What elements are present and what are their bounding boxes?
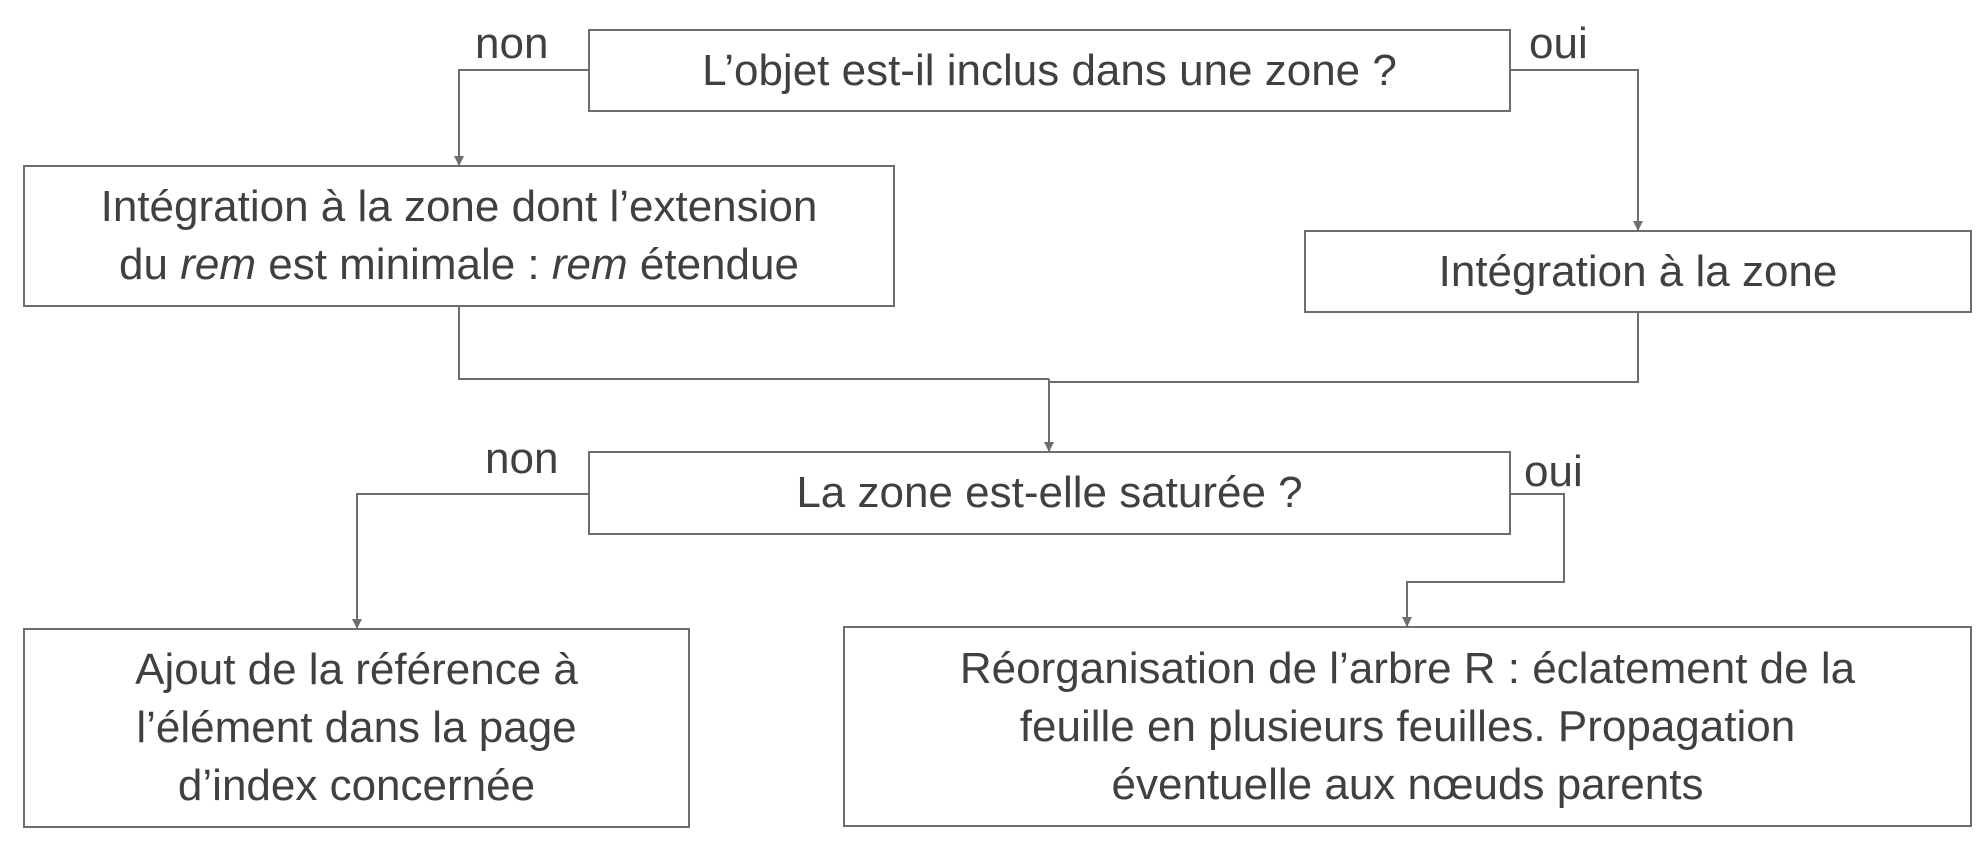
process-integration-zone: Intégration à la zone [1304, 230, 1972, 313]
process-add-reference-text: Ajout de la référence à l’élément dans la… [135, 641, 578, 815]
text-line: d’index concernée [135, 757, 578, 815]
text-run: est minimale : [256, 240, 552, 289]
italic-run: rem [180, 240, 256, 289]
process-add-reference: Ajout de la référence à l’élément dans la… [23, 628, 690, 828]
text-run: éventuelle aux nœuds parents [1111, 759, 1704, 809]
text-run: La zone est-elle saturée ? [796, 468, 1303, 517]
text-run: L’objet est-il inclus dans une zone ? [702, 45, 1397, 95]
label-q2-non: non [485, 434, 559, 483]
edge-q1-non [454, 69, 588, 166]
text-run: Ajout de la référence à [135, 645, 578, 694]
text-run: feuille en plusieurs feuilles. Propagati… [1019, 701, 1796, 751]
decision-zone-saturated: La zone est-elle saturée ? [588, 451, 1511, 535]
text-run: étendue [627, 240, 799, 289]
decision-object-in-zone: L’objet est-il inclus dans une zone ? [588, 29, 1511, 112]
text-run: Intégration à la zone dont l’extension [100, 182, 818, 231]
label-q1-oui: oui [1529, 19, 1588, 68]
process-integration-zone-text: Intégration à la zone [1439, 243, 1838, 301]
text-run: Réorganisation de l’arbre R : éclatement… [959, 643, 1856, 693]
process-tree-reorganisation: Réorganisation de l’arbre R : éclatement… [843, 626, 1972, 827]
text-run: du [119, 240, 181, 289]
edge-merge-right [1049, 313, 1639, 383]
label-q2-oui: oui [1524, 447, 1583, 496]
text-line: Réorganisation de l’arbre R : éclatement… [960, 640, 1855, 698]
process-tree-reorganisation-text: Réorganisation de l’arbre R : éclatement… [960, 640, 1855, 814]
text-run: Intégration à la zone [1438, 246, 1838, 296]
edge-q2-oui [1402, 493, 1565, 627]
text-line: l’élément dans la page [135, 699, 578, 757]
italic-run: rem [551, 240, 628, 289]
text-line: Ajout de la référence à [135, 641, 578, 699]
text-line: Intégration à la zone dont l’extension [101, 178, 818, 236]
edge-q2-non [352, 493, 588, 629]
process-integration-minimal-extension-text: Intégration à la zone dont l’extension du… [101, 178, 818, 294]
decision-zone-saturated-text: La zone est-elle saturée ? [796, 464, 1302, 522]
edge-merge-left [458, 307, 1049, 380]
text-line: éventuelle aux nœuds parents [960, 756, 1855, 814]
text-line: Intégration à la zone [1439, 243, 1838, 301]
label-q1-non: non [475, 19, 549, 68]
text-run: d’index concernée [177, 761, 536, 810]
text-line: du rem est minimale : rem étendue [101, 236, 818, 294]
text-run: l’élément dans la page [136, 703, 577, 752]
edge-q1-oui [1511, 69, 1643, 231]
process-integration-minimal-extension: Intégration à la zone dont l’extension du… [23, 165, 895, 307]
decision-object-in-zone-text: L’objet est-il inclus dans une zone ? [702, 42, 1397, 100]
text-line: feuille en plusieurs feuilles. Propagati… [960, 698, 1855, 756]
text-line: L’objet est-il inclus dans une zone ? [702, 42, 1397, 100]
text-line: La zone est-elle saturée ? [796, 464, 1302, 522]
